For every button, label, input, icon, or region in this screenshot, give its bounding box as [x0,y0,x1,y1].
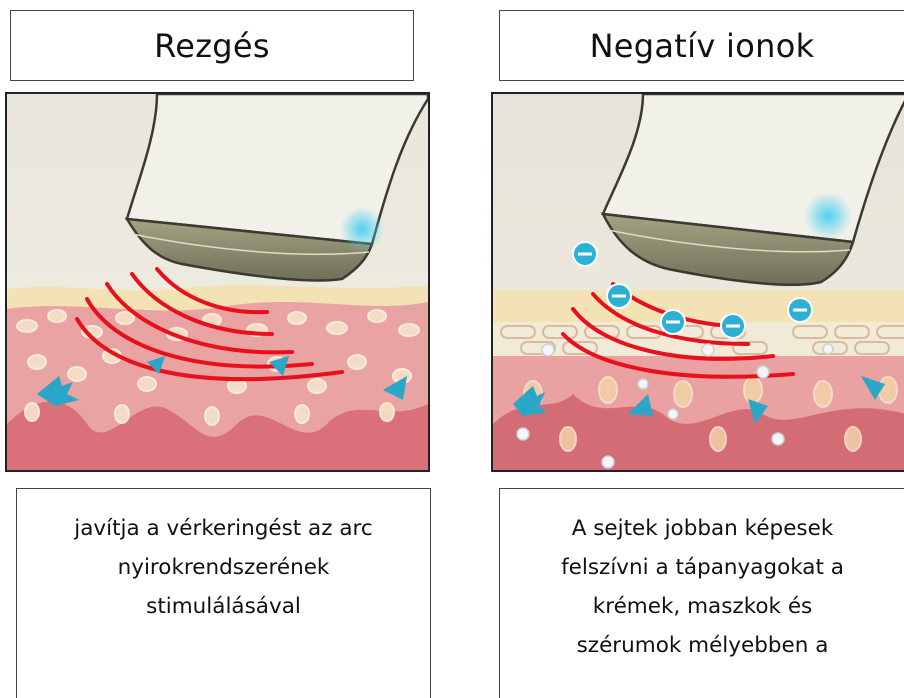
skin-surface [493,290,904,322]
description-line: nyirokrendszerének [17,548,430,587]
vibration-diagram [7,94,428,470]
panel-title-negative-ions-label: Negatív ionok [590,27,815,65]
description-negative-ions: A sejtek jobban képesek felszívni a tápa… [499,488,904,698]
vibration-illustration [5,92,430,472]
description-line: A sejtek jobban képesek [500,509,904,548]
panel-title-negative-ions: Negatív ionok [499,10,904,81]
panel-title-vibration-label: Rezgés [154,27,270,65]
description-line: szérumok mélyebben a [500,626,904,665]
negative-ions-illustration [491,92,904,472]
description-line: javítja a vérkeringést az arc [17,509,430,548]
description-vibration: javítja a vérkeringést az arc nyirokrend… [16,488,431,698]
panel-title-vibration: Rezgés [10,10,414,81]
description-line: krémek, maszkok és [500,587,904,626]
description-line: felszívni a tápanyagokat a [500,548,904,587]
negative-ions-diagram [493,94,904,470]
description-line: stimulálásával [17,587,430,626]
